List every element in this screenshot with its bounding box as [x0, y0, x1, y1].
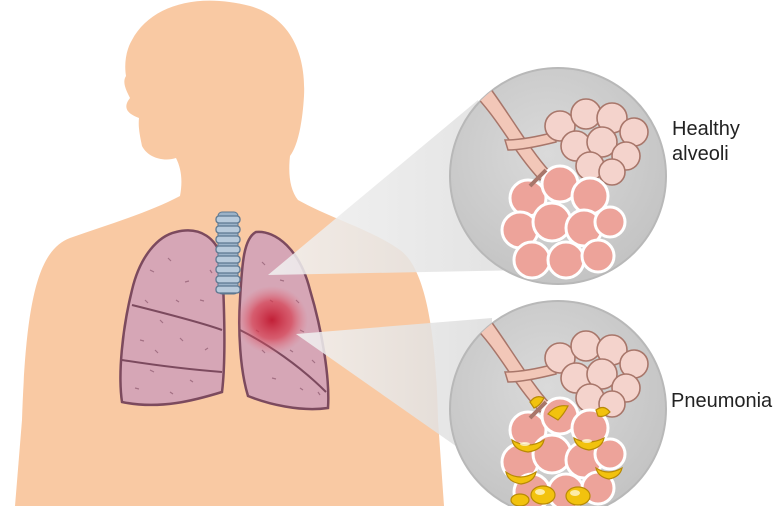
healthy-alveoli-circle: [450, 68, 666, 284]
healthy-alveoli-label: Healthy alveoli: [672, 117, 740, 167]
healthy-label-line2: alveoli: [672, 142, 740, 167]
pneumonia-label: Pneumonia: [671, 389, 772, 414]
trachea: [216, 212, 240, 294]
healthy-label-line1: Healthy: [672, 117, 740, 142]
inflammation-spot: [236, 286, 308, 354]
pneumonia-alveoli-circle: [450, 301, 666, 506]
